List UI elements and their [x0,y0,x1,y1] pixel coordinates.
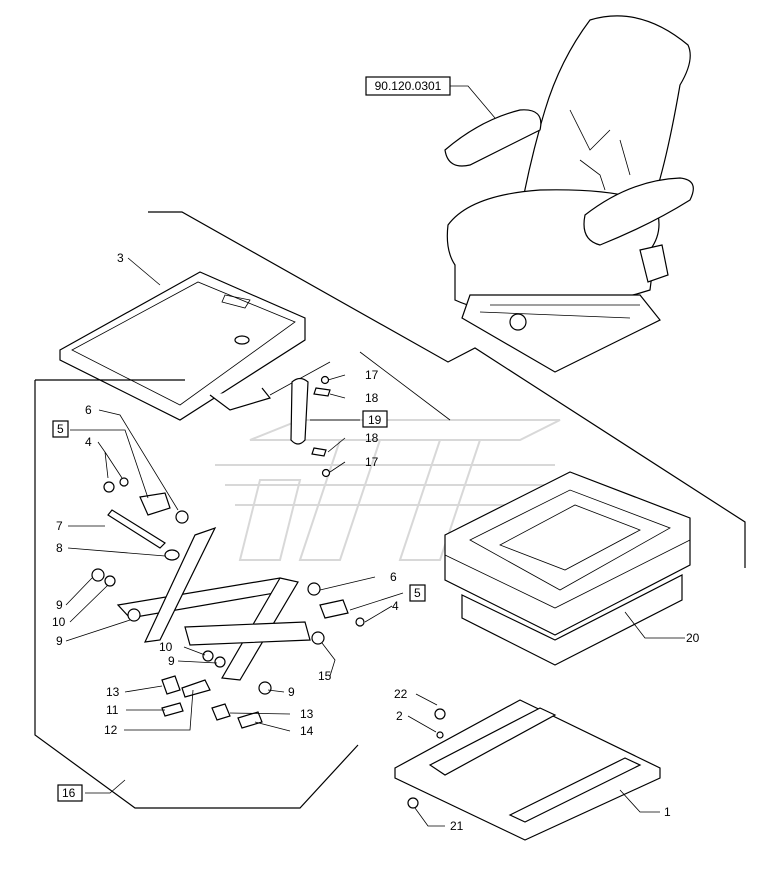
callout-numbers: 3 17 18 19 18 17 6 5 4 7 8 9 10 9 6 5 4 … [52,251,700,833]
callout-9c: 9 [168,654,175,668]
callout-8: 8 [56,541,63,555]
callout-14: 14 [300,724,314,738]
callout-18a: 18 [365,391,379,405]
callout-13a: 13 [106,685,120,699]
reference-label: 90.120.0301 [375,79,442,93]
callout-6b: 6 [390,570,397,584]
callout-7: 7 [56,519,63,533]
callout-9b: 9 [56,634,63,648]
callout-6a: 6 [85,403,92,417]
callout-17a: 17 [365,368,379,382]
callout-4a: 4 [85,435,92,449]
callout-19: 19 [368,413,382,427]
callout-15: 15 [318,669,332,683]
callout-13b: 13 [300,707,314,721]
callout-9d: 9 [288,685,295,699]
callout-5a: 5 [57,422,64,436]
callout-3: 3 [117,251,124,265]
callout-20: 20 [686,631,700,645]
part-base-plate [394,699,661,841]
callout-2: 2 [396,709,403,723]
callout-9a: 9 [56,598,63,612]
callout-22: 22 [394,687,408,701]
callout-16: 16 [62,786,76,800]
callout-10b: 10 [159,640,173,654]
callout-5b: 5 [414,586,421,600]
callout-11: 11 [106,703,119,717]
boxed-callouts [52,410,426,802]
callout-21: 21 [450,819,464,833]
callout-12: 12 [104,723,118,737]
part-strap [290,375,331,478]
operator-seat [444,15,694,373]
linkage-assembly [34,379,365,809]
leader-lines [65,257,685,827]
callout-1: 1 [664,805,671,819]
watermark-logo [215,419,561,561]
part-suspension-base [444,471,691,666]
reference-callout: 90.120.0301 [365,76,496,119]
part-seat-plate [59,271,306,421]
callout-17b: 17 [365,455,379,469]
callout-18b: 18 [365,431,379,445]
callout-4b: 4 [392,599,399,613]
callout-10a: 10 [52,615,66,629]
